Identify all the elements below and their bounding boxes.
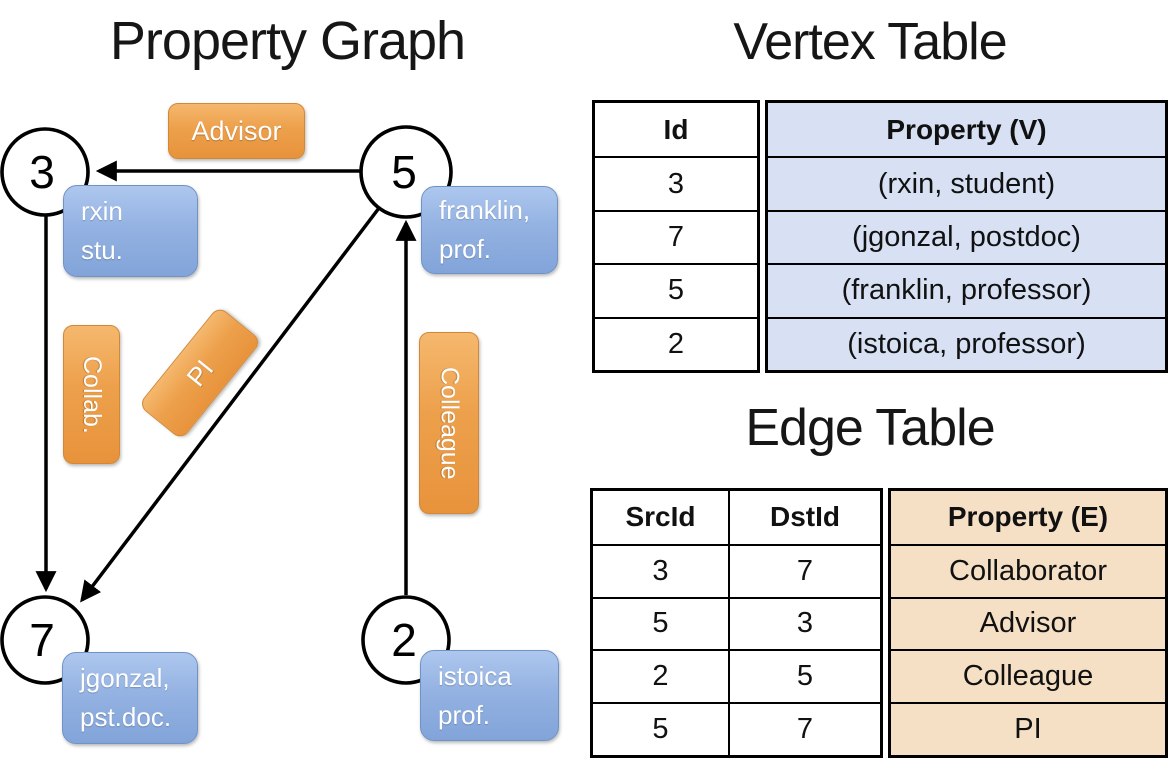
edge-label-collab: Collab. bbox=[63, 325, 120, 464]
edge-table-dst-cell: 5 bbox=[728, 649, 880, 703]
vertex-table-property-column: Property (V) (rxin, student) (jgonzal, p… bbox=[765, 100, 1168, 373]
vertex-table-property-cell: (rxin, student) bbox=[768, 156, 1165, 210]
property-graph-title: Property Graph bbox=[109, 11, 466, 71]
node-5-id: 5 bbox=[391, 146, 417, 198]
edge-table-src-cell: 5 bbox=[593, 702, 728, 755]
node-2-id: 2 bbox=[391, 614, 417, 666]
vertex-table-header-property: Property (V) bbox=[768, 103, 1165, 157]
node-2-label-line2: prof. bbox=[438, 699, 491, 730]
node-3-label-line1: rxin bbox=[81, 196, 123, 226]
edge-table-dst-cell: 7 bbox=[728, 543, 880, 597]
vertex-table-id-cell: 2 bbox=[595, 316, 757, 370]
edge-label-advisor: Advisor bbox=[168, 103, 305, 159]
edge-table-src-cell: 2 bbox=[593, 649, 728, 702]
edge-table-header-property: Property (E) bbox=[891, 491, 1165, 544]
edge-table-property-cell: Advisor bbox=[891, 596, 1165, 650]
vertex-table-property-cell: (franklin, professor) bbox=[768, 263, 1165, 317]
edge-table-src-cell: 3 bbox=[593, 543, 728, 597]
node-2-label-line1: istoica bbox=[438, 660, 512, 691]
vertex-table-id-cell: 5 bbox=[595, 263, 757, 316]
node-7-label-line1: jgonzal, bbox=[80, 663, 170, 693]
vertex-table-id-column: Id 3 7 5 2 bbox=[592, 100, 760, 373]
node-2-label: istoica prof. bbox=[420, 650, 559, 741]
edge-table-src-cell: 5 bbox=[593, 596, 728, 650]
vertex-table-property-cell: (istoica, professor) bbox=[768, 316, 1165, 370]
node-3-id: 3 bbox=[29, 146, 55, 198]
edge-table-property-column: Property (E) Collaborator Advisor Collea… bbox=[888, 488, 1168, 758]
node-5-label-line1: franklin, bbox=[439, 195, 531, 225]
vertex-table-title: Vertex Table bbox=[733, 13, 1007, 71]
node-7-label: jgonzal, pst.doc. bbox=[62, 652, 198, 744]
edge-table-property-cell: Collaborator bbox=[891, 543, 1165, 597]
edge-table-src-dst-columns: SrcId DstId 3 7 5 3 2 5 5 7 bbox=[590, 488, 883, 758]
node-5-label: franklin, prof. bbox=[421, 186, 558, 274]
edge-table-title: Edge Table bbox=[745, 399, 995, 457]
edge-arrow-5-to-7 bbox=[80, 206, 381, 603]
vertex-table-id-cell: 7 bbox=[595, 209, 757, 263]
node-7-id: 7 bbox=[29, 614, 55, 666]
edge-table-dst-cell: 3 bbox=[728, 596, 880, 650]
edge-table-dst-cell: 7 bbox=[728, 702, 880, 755]
edge-label-colleague: Colleague bbox=[419, 332, 479, 514]
node-5-label-line2: prof. bbox=[439, 234, 492, 264]
edge-table-header-dstid: DstId bbox=[728, 491, 880, 544]
vertex-table-property-cell: (jgonzal, postdoc) bbox=[768, 209, 1165, 264]
vertex-table-header-id: Id bbox=[663, 113, 689, 145]
vertex-table-id-cell: 3 bbox=[595, 156, 757, 209]
node-3-label-line2: stu. bbox=[81, 235, 123, 265]
edge-table-property-cell: PI bbox=[891, 702, 1165, 755]
node-7-label-line2: pst.doc. bbox=[80, 702, 172, 732]
node-3-label: rxin stu. bbox=[63, 185, 198, 277]
edge-table-property-cell: Colleague bbox=[891, 649, 1165, 703]
edge-table-header-srcid: SrcId bbox=[625, 501, 696, 533]
